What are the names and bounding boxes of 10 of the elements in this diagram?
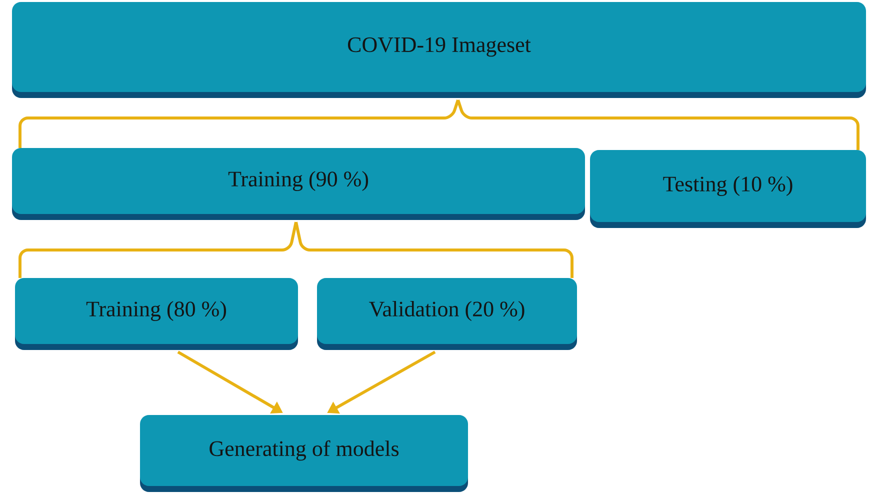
process-box: Training (80 %) [15,278,298,350]
process-box: Validation (20 %) [317,278,577,350]
process-box: Training (90 %) [12,148,585,220]
bracket-connector [456,100,860,150]
bracket-connector [294,222,574,278]
bracket-connector [18,222,298,278]
process-box: COVID-19 Imageset [12,2,866,98]
process-box: Testing (10 %) [590,150,866,228]
process-box: Generating of models [140,415,468,492]
bracket-connector [18,100,460,148]
